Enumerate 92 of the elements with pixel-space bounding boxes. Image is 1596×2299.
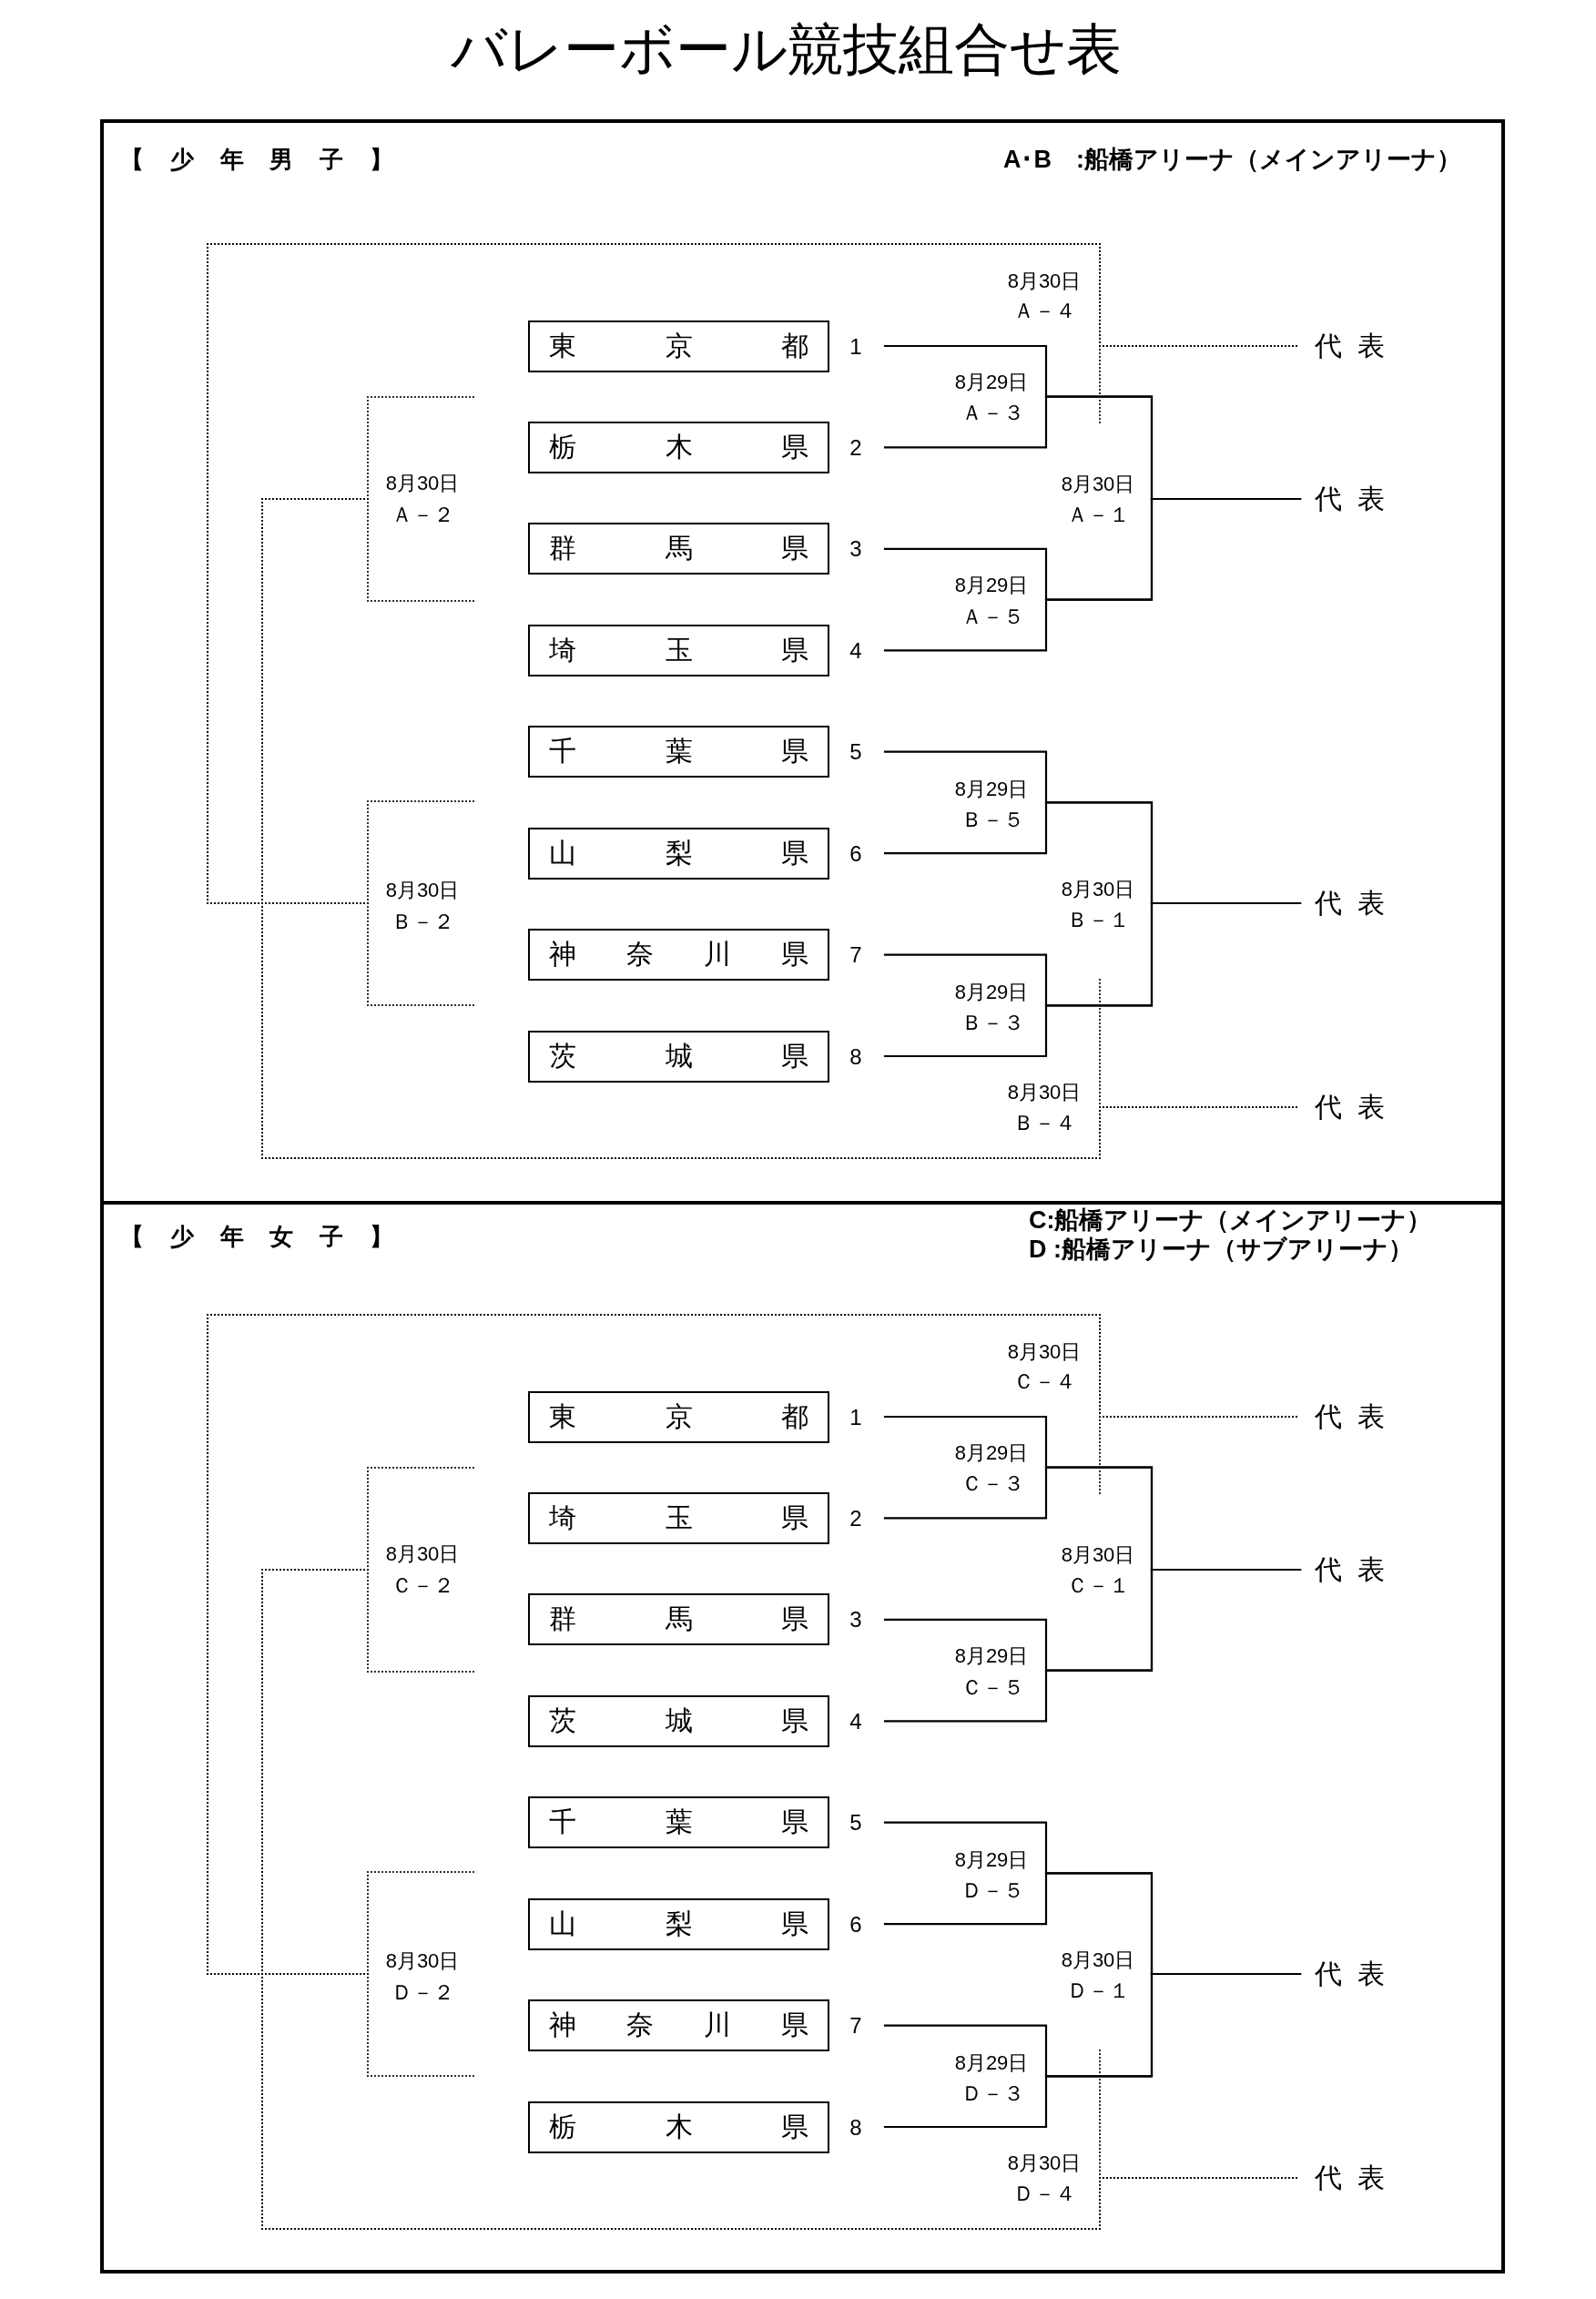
match-date: 8月30日 [1007,1340,1082,1364]
match-date: 8月29日 [954,1644,1029,1668]
seed-number: 6 [849,1910,863,1938]
bracket-line [883,1568,1302,1723]
team-name-box: 東京都 [528,1390,829,1443]
team-name-box: 山梨県 [528,827,829,880]
match-code: Ｂ－３ [961,1010,1024,1035]
match-date: 8月29日 [954,1848,1029,1872]
seed-number: 4 [849,1707,863,1735]
match-date: 8月29日 [954,574,1029,597]
team-name-box: 栃木県 [528,2101,829,2153]
seed-number: 8 [849,1043,863,1071]
match-code: Ｄ－５ [961,1877,1024,1903]
match-code: Ａ－５ [961,604,1024,629]
seed-number: 7 [849,2012,863,2040]
match-date: 8月29日 [954,981,1029,1004]
match-date: 8月29日 [954,1441,1029,1465]
match-code: Ｄ－１ [1066,1978,1130,2003]
seed-number: 5 [849,1809,863,1837]
match-date: 8月30日 [385,1542,460,1566]
team-name-box: 神奈川県 [528,929,829,982]
match-code: Ｃ－５ [961,1674,1024,1700]
match-code: Ｃ－２ [391,1572,454,1598]
match-code: Ａ－２ [391,502,454,527]
match-date: 8月30日 [385,472,460,495]
match-code: Ｃ－４ [1012,1368,1076,1394]
match-code: Ｂ－４ [1012,1110,1076,1135]
representative-label: 代表 [1315,887,1385,920]
section-heading: 【少年女子】 [120,1222,393,1251]
match-code: Ａ－１ [1066,502,1130,527]
representative-label: 代表 [1315,1091,1385,1124]
venue-note: D :船橋アリーナ（サブアリーナ） [1029,1235,1413,1264]
section-heading: 【少年男子】 [120,145,393,174]
seed-number: 8 [849,2113,863,2141]
team-name-box: 千葉県 [528,726,829,778]
team-name-box: 千葉県 [528,1796,829,1849]
match-code: Ｄ－４ [1012,2181,1076,2206]
team-name-box: 埼玉県 [528,1491,829,1544]
seed-number: 5 [849,738,863,767]
bracket-line [883,497,1302,652]
team-name-box: 栃木県 [528,421,829,473]
team-name-box: 茨城県 [528,1030,829,1083]
match-code: Ｂ－１ [1066,907,1130,932]
representative-label: 代表 [1315,483,1385,515]
match-date: 8月29日 [954,371,1029,394]
team-name-box: 群馬県 [528,1593,829,1646]
seed-number: 3 [849,535,863,564]
venue-note: A･B :船橋アリーナ（メインアリーナ） [1003,145,1461,174]
match-date: 8月30日 [1061,473,1135,496]
seed-number: 3 [849,1606,863,1634]
match-code: Ｂ－２ [391,909,454,934]
seed-number: 2 [849,433,863,462]
seed-number: 7 [849,941,863,970]
match-code: Ｄ－３ [961,2080,1024,2106]
representative-label: 代表 [1315,1958,1385,1990]
match-date: 8月30日 [385,879,460,902]
match-date: 8月30日 [1007,1081,1082,1104]
team-name-box: 神奈川県 [528,1999,829,2052]
match-date: 8月29日 [954,778,1029,801]
bracket-line [883,901,1302,1058]
match-date: 8月30日 [1061,1948,1135,1972]
team-name-box: 茨城県 [528,1694,829,1747]
match-date: 8月30日 [1061,878,1135,901]
bracket-line [883,1972,1302,2129]
page-title: バレーボール競技組合せ表 [451,17,1122,82]
team-name-box: 東京都 [528,320,829,372]
match-date: 8月30日 [1007,2151,1082,2175]
representative-label: 代表 [1315,330,1385,362]
representative-label: 代表 [1315,1553,1385,1586]
match-date: 8月30日 [385,1949,460,1973]
match-code: Ａ－４ [1012,298,1076,323]
match-date: 8月30日 [1061,1543,1135,1567]
team-name-box: 埼玉県 [528,624,829,676]
match-code: Ａ－３ [961,400,1024,425]
match-code: Ｃ－１ [1066,1572,1130,1598]
match-date: 8月29日 [954,2051,1029,2075]
match-code: Ｂ－５ [961,807,1024,832]
match-code: Ｄ－２ [391,1979,454,2005]
representative-label: 代表 [1315,1400,1385,1433]
seed-number: 6 [849,839,863,868]
match-code: Ｃ－３ [961,1470,1024,1496]
seed-number: 4 [849,636,863,665]
bracket-panel [100,1205,1505,2274]
team-name-box: 群馬県 [528,523,829,575]
seed-number: 1 [849,1403,863,1431]
venue-note: C:船橋アリーナ（メインアリーナ） [1029,1205,1432,1235]
seed-number: 1 [849,332,863,361]
seed-number: 2 [849,1504,863,1532]
bracket-panel [100,119,1505,1205]
team-name-box: 山梨県 [528,1897,829,1950]
match-date: 8月30日 [1007,270,1082,293]
representative-label: 代表 [1315,2162,1385,2194]
